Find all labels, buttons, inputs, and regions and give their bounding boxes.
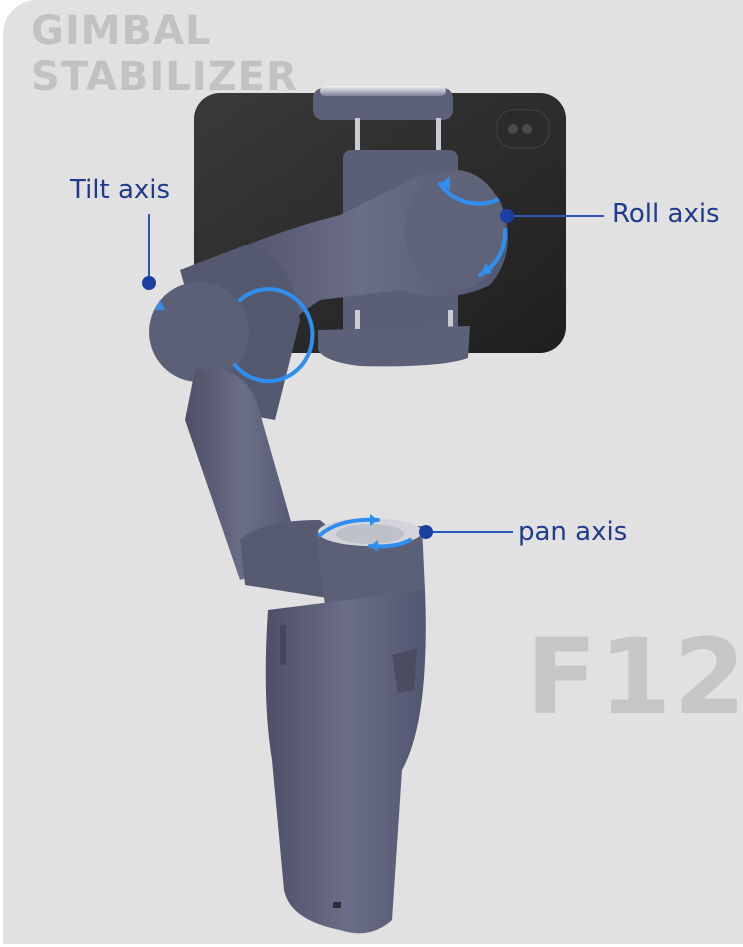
callout-pan (419, 525, 513, 539)
tilt-axis-marker-icon (142, 276, 156, 290)
product-panel: GIMBAL STABILIZER F12 (3, 0, 743, 944)
gimbal-illustration (142, 86, 604, 934)
tilt-axis-label: Tilt axis (70, 175, 171, 205)
roll-axis-label: Roll axis (612, 199, 720, 229)
pan-axis-label: pan axis (518, 517, 628, 547)
roll-axis-marker-icon (500, 209, 514, 223)
pan-motor (315, 518, 425, 607)
headline-line-1: GIMBAL (31, 8, 212, 54)
handle-grip (265, 590, 426, 934)
pan-axis-marker-icon (419, 525, 433, 539)
tilt-rotation-arrow-icon (233, 287, 315, 384)
headline: GIMBAL STABILIZER (31, 8, 298, 100)
callout-tilt (142, 214, 156, 290)
model-watermark: F12 (526, 616, 743, 738)
roll-rotation-arrow-icon-top (438, 182, 499, 206)
headline-line-2: STABILIZER (31, 54, 298, 100)
callout-roll (500, 209, 604, 223)
